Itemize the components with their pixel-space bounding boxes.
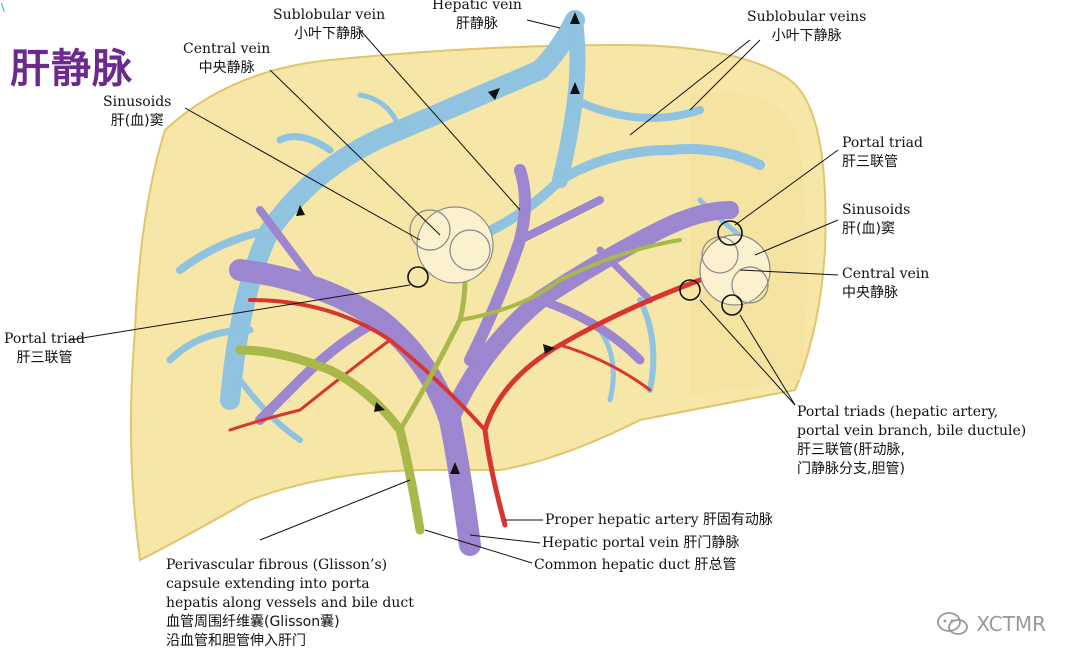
hepatic-artery — [228, 277, 703, 528]
label-portal-triads-line3: 肝三联管(肝动脉, — [797, 442, 905, 458]
lobule-right — [699, 234, 771, 306]
label-central-vein-right-zh: 中央静脉 — [842, 285, 898, 301]
label-portal-triad-left: Portal triad 肝三联管 — [4, 330, 85, 368]
label-sinusoids-right: Sinusoids 肝(血)窦 — [842, 201, 910, 239]
watermark-text: XCTMR — [976, 612, 1046, 636]
portal-triad-markers — [407, 220, 743, 316]
label-sinusoids-left-zh: 肝(血)窦 — [110, 113, 164, 129]
liver-body — [130, 43, 827, 562]
label-glisson-capsule: Perivascular fibrous (Glisson’s) capsule… — [166, 556, 414, 651]
label-proper-hepatic-artery: Proper hepatic artery 肝固有动脉 — [545, 512, 773, 528]
label-sinusoids-left: Sinusoids 肝(血)窦 — [103, 93, 171, 131]
label-portal-triads-line4: 门静脉分支,胆管) — [797, 461, 905, 477]
label-portal-triad-left-zh: 肝三联管 — [16, 350, 73, 366]
label-sublobular-vein: Sublobular vein 小叶下静脉 — [273, 6, 385, 44]
label-glisson-line5: 沿血管和胆管伸入肝门 — [166, 633, 306, 649]
label-portal-triad-right-en: Portal triad — [842, 135, 923, 151]
pointer-lines — [69, 19, 839, 564]
lobule-left — [409, 206, 494, 284]
label-hepatic-portal-vein: Hepatic portal vein 肝门静脉 — [542, 535, 740, 551]
label-sublobular-veins-en: Sublobular veins — [747, 9, 867, 25]
label-sinusoids-right-zh: 肝(血)窦 — [842, 221, 895, 237]
label-central-vein-right: Central vein 中央静脉 — [842, 265, 929, 303]
label-sinusoids-right-en: Sinusoids — [842, 202, 911, 218]
corner-mark: \ — [1, 1, 5, 14]
label-portal-triads-line2: portal vein branch, bile ductule) — [797, 423, 1027, 439]
watermark: XCTMR — [936, 611, 1046, 637]
label-sublobular-vein-zh: 小叶下静脉 — [294, 26, 365, 42]
label-sinusoids-left-en: Sinusoids — [103, 94, 172, 110]
flow-arrows — [296, 12, 580, 474]
label-glisson-line3: hepatis along vessels and bile duct — [166, 595, 414, 611]
label-central-vein-left: Central vein 中央静脉 — [183, 40, 270, 78]
label-sublobular-veins-zh: 小叶下静脉 — [771, 28, 842, 44]
label-central-vein-left-zh: 中央静脉 — [198, 60, 255, 76]
label-hepatic-vein: Hepatic vein 肝静脉 — [432, 0, 522, 34]
label-portal-triads-line1: Portal triads (hepatic artery, — [797, 404, 999, 420]
label-glisson-line1: Perivascular fibrous (Glisson’s) — [166, 557, 388, 573]
page-title: 肝静脉 — [10, 46, 133, 92]
label-common-hepatic-duct: Common hepatic duct 肝总管 — [534, 557, 737, 573]
label-central-vein-right-en: Central vein — [842, 266, 930, 282]
wechat-icon — [937, 612, 969, 635]
label-central-vein-left-en: Central vein — [183, 41, 271, 57]
label-hepatic-vein-zh: 肝静脉 — [455, 16, 498, 32]
label-portal-triad-right-zh: 肝三联管 — [842, 154, 898, 170]
label-portal-triad-left-en: Portal triad — [4, 331, 85, 347]
label-sublobular-veins: Sublobular veins 小叶下静脉 — [747, 8, 866, 46]
portal-vein-tree — [229, 164, 739, 556]
label-sublobular-vein-en: Sublobular vein — [273, 7, 386, 23]
label-glisson-line2: capsule extending into porta — [166, 576, 370, 592]
label-hepatic-vein-en: Hepatic vein — [432, 0, 522, 13]
label-portal-triads: Portal triads (hepatic artery, portal ve… — [797, 403, 1026, 479]
label-glisson-line4: 血管周围纤维囊(Glisson囊) — [166, 614, 340, 630]
label-portal-triad-right: Portal triad 肝三联管 — [842, 134, 923, 172]
